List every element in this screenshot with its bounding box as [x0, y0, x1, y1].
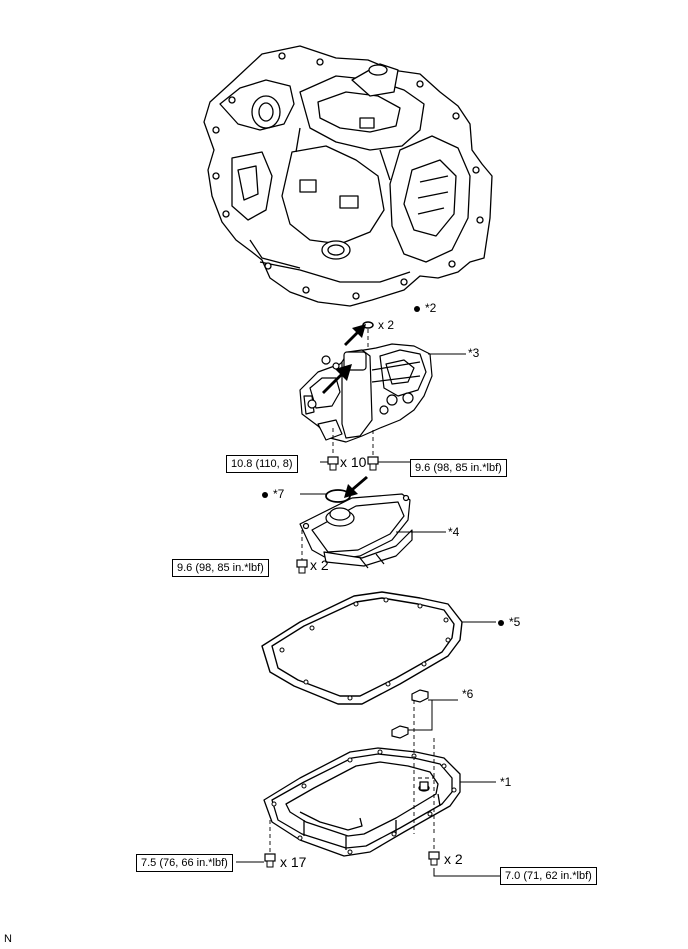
- callout-4: *4: [448, 525, 460, 539]
- callout-2: *2: [414, 301, 436, 315]
- arrow-icon: [344, 324, 366, 346]
- bolt-icon: [264, 853, 276, 868]
- pan-gasket-holes: [279, 597, 451, 701]
- arrow-icon: [344, 476, 368, 498]
- callout-7: *7: [262, 487, 284, 501]
- qty-plug-2: x 2: [444, 851, 463, 867]
- torque-drain-plug: 7.0 (71, 62 in.*lbf): [500, 867, 597, 885]
- magnet-icon: [391, 689, 429, 739]
- pan-gasket-icon: [261, 591, 463, 705]
- qty-strainer-2: x 2: [310, 557, 329, 573]
- qty-gasket: x 2: [378, 318, 395, 332]
- footer-letter: N: [4, 933, 12, 945]
- callout-6: *6: [462, 687, 474, 701]
- bolt-icon: [296, 559, 308, 574]
- callout-3: *3: [468, 346, 480, 360]
- bolt-icon: [327, 456, 339, 471]
- oil-pan-holes: [271, 749, 457, 855]
- qty-pan-17: x 17: [280, 854, 307, 870]
- torque-oil-pan: 7.5 (76, 66 in.*lbf): [136, 854, 233, 872]
- arrow-icon: [322, 364, 352, 394]
- valve-body-icon: [299, 343, 433, 443]
- bolt-icon: [367, 456, 379, 471]
- bullet-icon: [414, 305, 420, 312]
- oil-strainer-icon: [299, 493, 413, 569]
- bullet-icon: [498, 619, 504, 626]
- transmission-case-icon: [203, 45, 493, 307]
- torque-strainer: 9.6 (98, 85 in.*lbf): [172, 559, 269, 577]
- oil-pan-icon: [263, 747, 461, 857]
- qty-bolts-10: x 10: [340, 454, 367, 470]
- torque-valve-body-b: 9.6 (98, 85 in.*lbf): [410, 459, 507, 477]
- callout-5: *5: [498, 615, 520, 629]
- bullet-icon: [262, 491, 268, 498]
- callout-1: *1: [500, 775, 512, 789]
- torque-valve-body-a: 10.8 (110, 8): [226, 455, 298, 473]
- bolt-icon: [428, 851, 440, 866]
